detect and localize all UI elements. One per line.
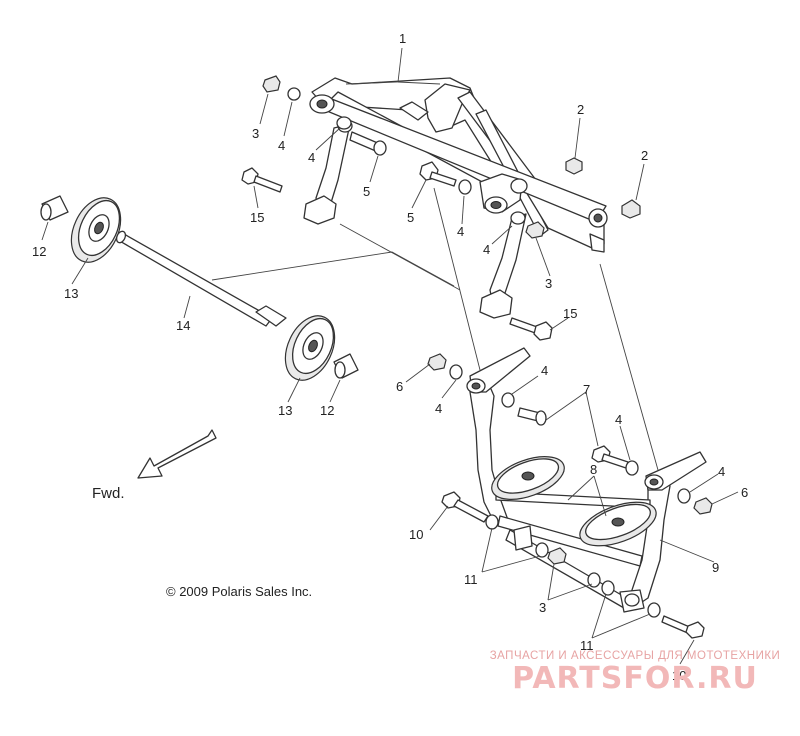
callout-4: 4 [483,242,490,257]
callout-4: 4 [718,464,725,479]
cap-2-upper [565,157,583,175]
bushing-4-lower-left [449,364,463,380]
callout-11: 11 [464,572,478,587]
callout-13: 13 [278,403,292,418]
watermark: ЗАПЧАСТИ И АКСЕССУАРЫ ДЛЯ МОТОТЕХНИКИ PA… [480,650,790,696]
bushing-4-lower-right-b [677,488,691,504]
callout-10: 10 [672,668,686,683]
callout-14: 14 [176,318,190,333]
bushing-4-upper-left [287,87,301,101]
nut-3-right [525,221,545,239]
callout-12: 12 [32,244,46,259]
callout-2: 2 [577,102,584,117]
callout-4: 4 [615,412,622,427]
callout-6: 6 [396,379,403,394]
callout-8: 8 [590,462,597,477]
callout-13: 13 [64,286,78,301]
forward-arrow: Fwd. [92,429,217,502]
nut-6-right [693,497,713,515]
guide-lines [211,187,659,471]
callout-labels: 1 2 2 3 4 4 5 15 5 4 4 3 15 12 13 14 13 … [32,31,748,683]
forward-label: Fwd. [92,485,125,502]
callout-10: 10 [409,527,423,542]
callout-5: 5 [363,184,370,199]
leader-lines [41,47,739,665]
bolt-10-left [453,499,489,523]
callout-12: 12 [320,403,334,418]
forward-arrow-icon [137,429,217,479]
callout-4: 4 [308,150,315,165]
callout-9: 9 [712,560,719,575]
callout-4: 4 [457,224,464,239]
cap-2-right [621,199,641,219]
watermark-logo-text: PARTSFOR.RU [512,661,758,696]
bushing-4-lower-right-a [625,460,639,476]
watermark-logo: PARTSFOR.RU [480,662,790,696]
callout-5: 5 [407,210,414,225]
upper-hardware [241,75,641,341]
callout-4: 4 [541,363,548,378]
nut-3-lower [547,547,567,565]
callout-15: 15 [250,210,264,225]
watermark-tagline: ЗАПЧАСТИ И АКСЕССУАРЫ ДЛЯ МОТОТЕХНИКИ [489,650,781,662]
callout-3: 3 [252,126,259,141]
bushing-4-lower-mid [501,392,515,408]
callout-7: 7 [583,382,590,397]
callout-3: 3 [545,276,552,291]
callout-4: 4 [435,401,442,416]
bolt-15-left [253,175,283,193]
callout-15: 15 [563,306,577,321]
copyright-notice: © 2009 Polaris Sales Inc. [166,584,312,599]
callout-3: 3 [539,600,546,615]
rear-arm-frame [303,77,608,319]
lower-hardware [427,353,713,639]
nut-3-upper-left [262,75,281,93]
callout-4: 4 [278,138,285,153]
bushing-4-center [458,179,472,195]
callout-6: 6 [741,485,748,500]
idler-wheel-assembly [40,195,359,381]
callout-2: 2 [641,148,648,163]
callout-1: 1 [399,31,406,46]
callout-11: 11 [580,638,594,653]
nut-6-left [427,353,447,371]
